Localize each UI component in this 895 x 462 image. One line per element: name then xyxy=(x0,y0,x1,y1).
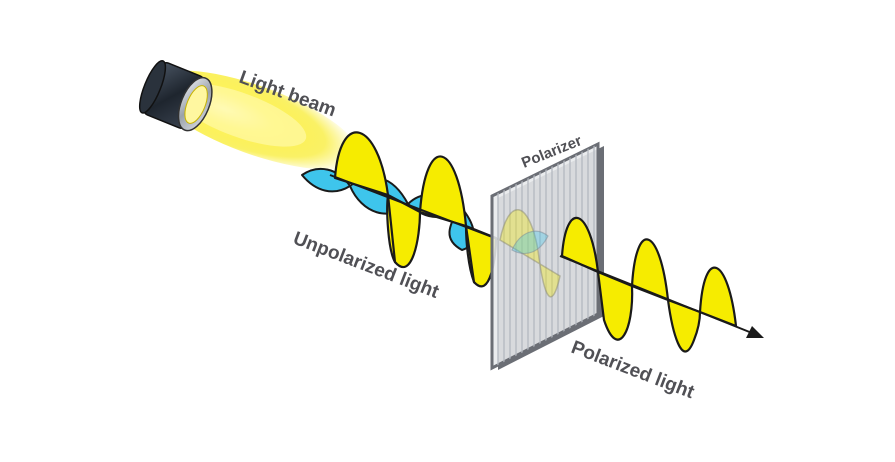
label-unpolarized-light: Unpolarized light xyxy=(290,228,442,303)
arrow-head-icon xyxy=(746,326,764,338)
flashlight-icon xyxy=(138,60,213,132)
polarizer-filter xyxy=(490,141,604,371)
unpolarized-yellow-wave xyxy=(333,131,498,288)
beam-axis-front xyxy=(329,174,501,241)
label-polarized-light: Polarized light xyxy=(568,337,697,403)
polarized-yellow-wave xyxy=(560,216,738,353)
beam-axis-rear xyxy=(559,255,753,334)
